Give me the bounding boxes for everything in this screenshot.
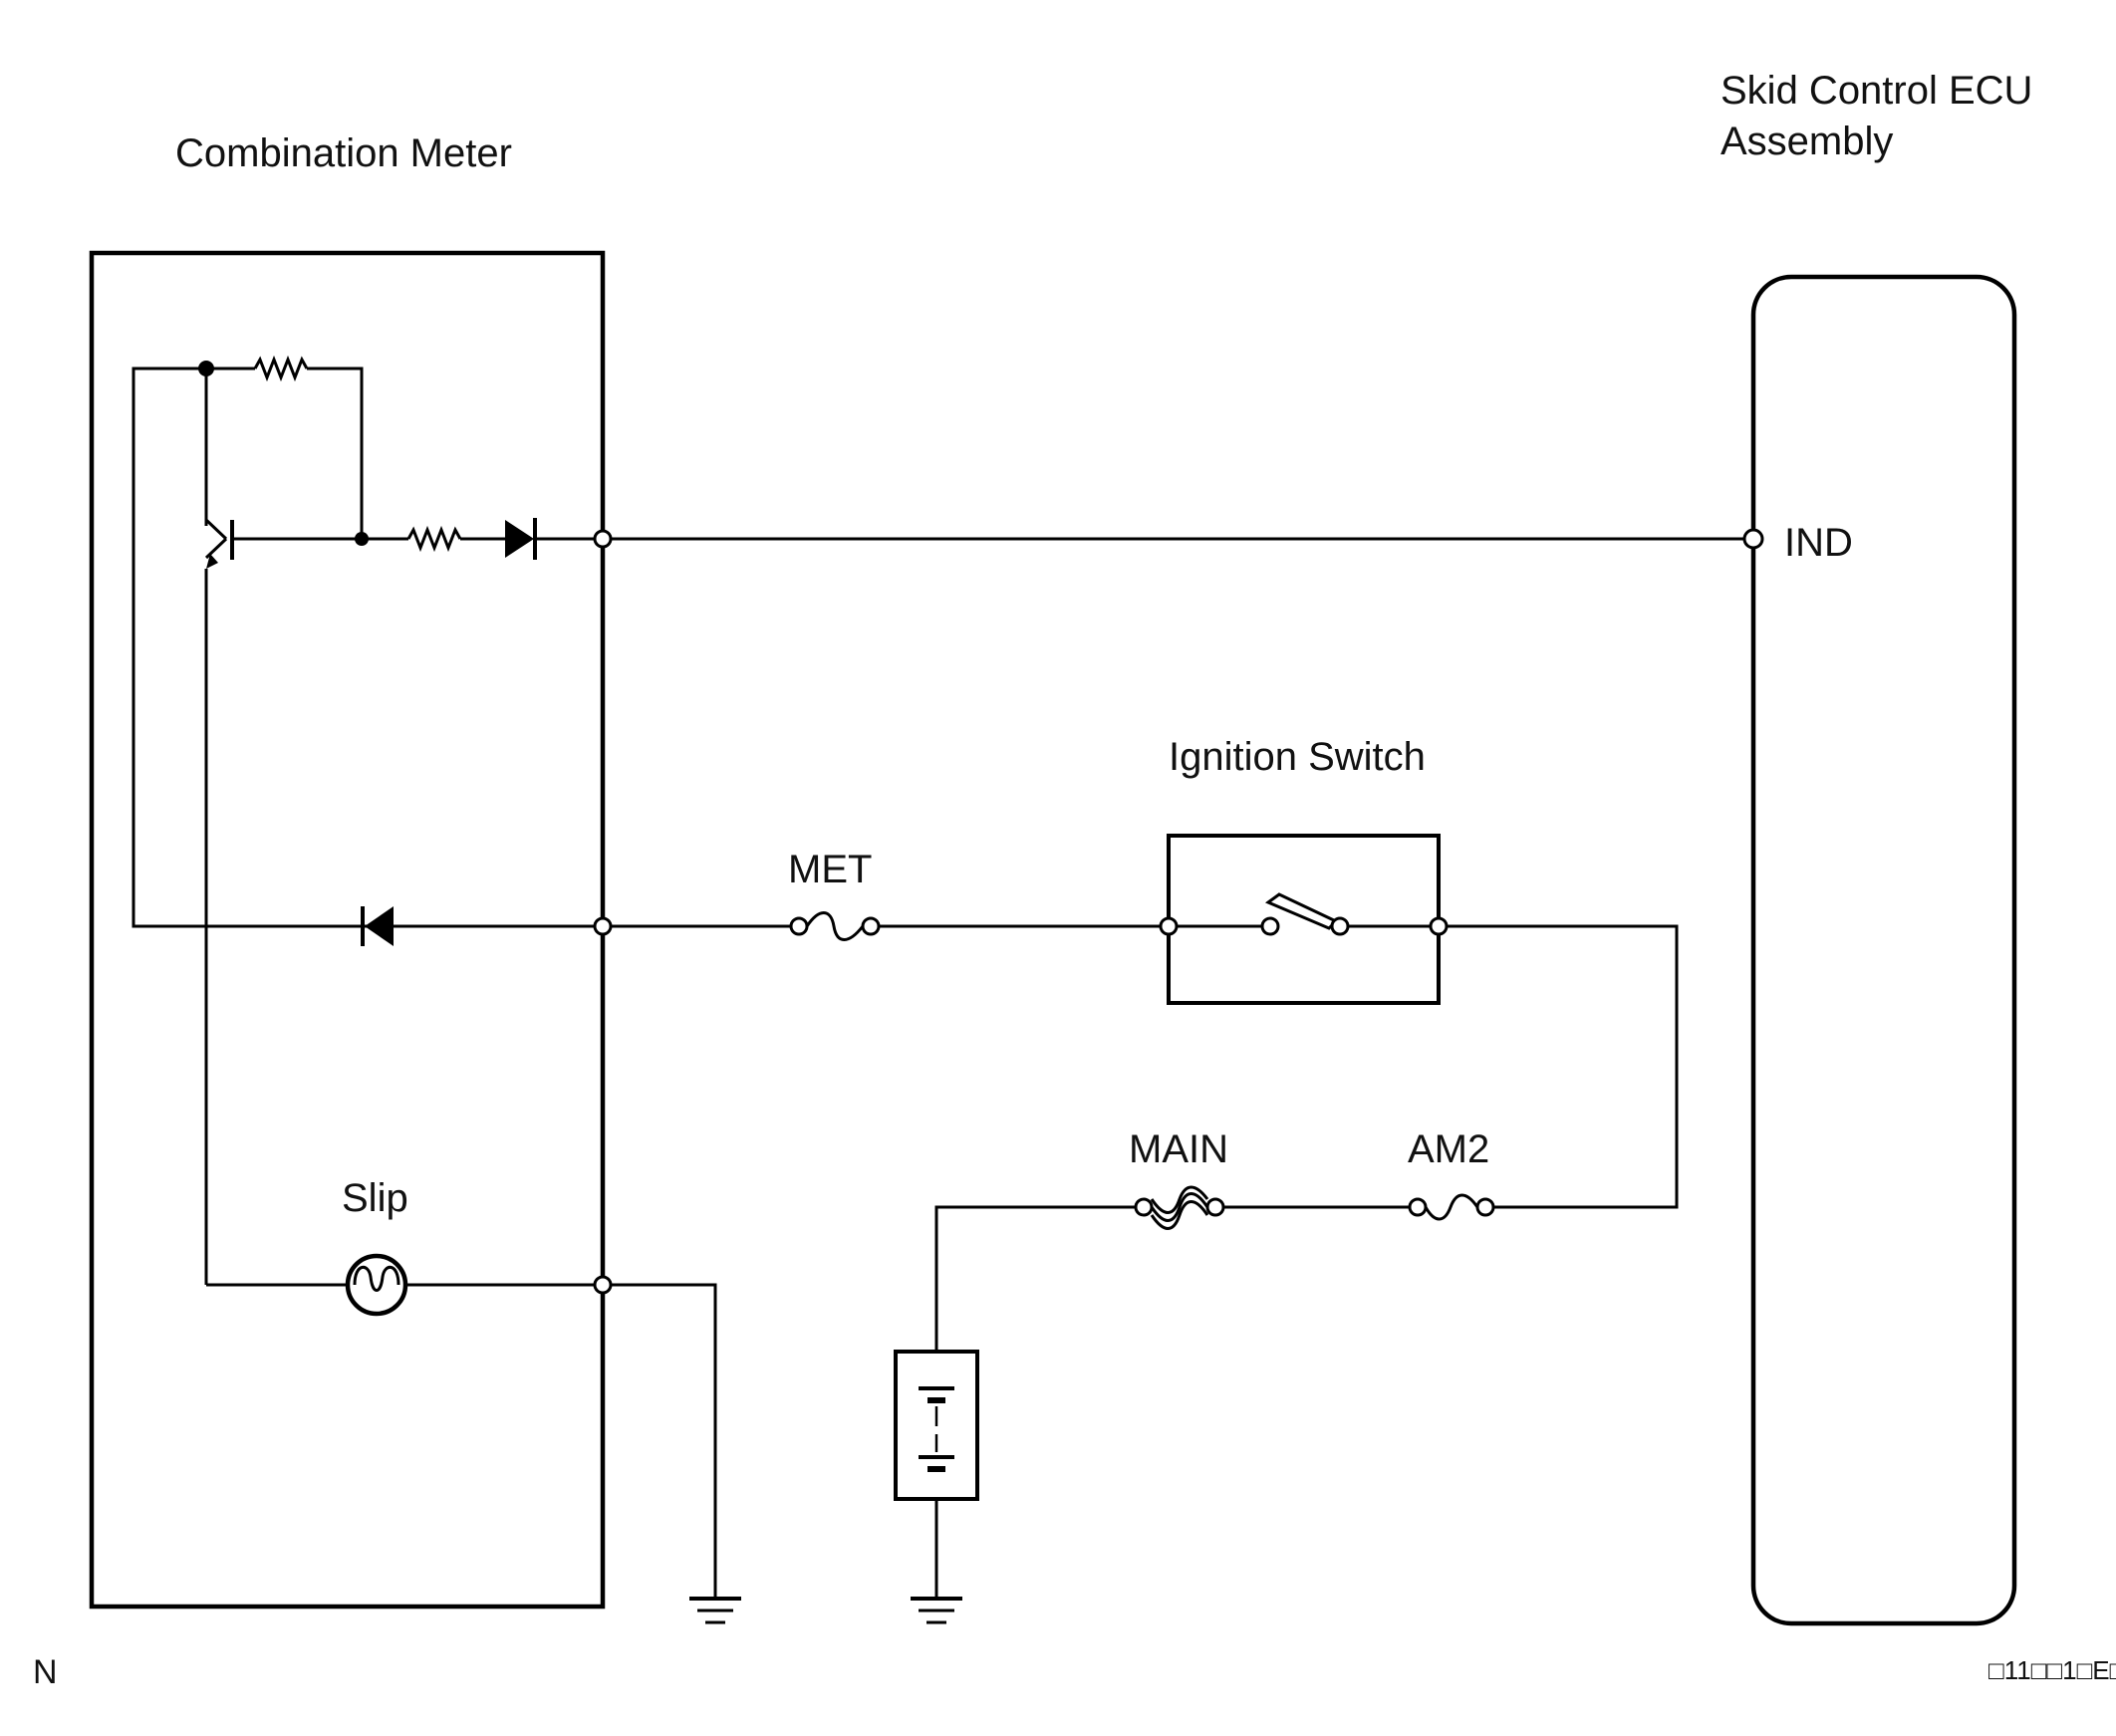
combination-meter-box xyxy=(89,250,606,1610)
transistor xyxy=(204,369,362,1285)
skid-control-ecu-label-line2: Assembly xyxy=(1720,120,1893,163)
meter-ground-wire xyxy=(611,1283,717,1599)
battery-icon xyxy=(894,1350,979,1501)
ecu-terminal-ind-label: IND xyxy=(1784,521,1853,565)
ignition-switch: Ignition Switch xyxy=(1159,735,1449,1005)
meter-loop-wire xyxy=(132,367,371,928)
ecu-terminal-ind xyxy=(1742,528,1764,550)
wire xyxy=(307,367,364,539)
skid-control-ecu-box xyxy=(1750,274,2017,1626)
diode-output xyxy=(505,518,537,560)
resistor-lower xyxy=(406,525,462,553)
am2-fuse-icon xyxy=(1408,1193,1495,1221)
ground-icon xyxy=(911,1597,962,1624)
ign-terminal-in xyxy=(1159,916,1179,936)
meter-terminal-ind xyxy=(593,529,613,549)
combination-meter: Combination Meter xyxy=(89,131,613,1610)
main-fuse-label: MAIN xyxy=(1129,1127,1228,1171)
ignition-switch-label: Ignition Switch xyxy=(1169,735,1426,779)
combination-meter-label: Combination Meter xyxy=(175,131,512,175)
figure-code: □11□□1□E□1 xyxy=(1988,1655,2116,1685)
switch-contact xyxy=(1260,916,1280,936)
switch-contact xyxy=(1330,916,1350,936)
meter-terminal-ig xyxy=(593,916,613,936)
slip-lamp-label: Slip xyxy=(342,1176,408,1220)
resistor-upper xyxy=(253,355,309,382)
main-fuse-icon xyxy=(1134,1185,1225,1230)
ignition-switch-box xyxy=(1167,834,1441,1005)
footer-left-mark: N xyxy=(33,1653,58,1691)
skid-control-ecu: Skid Control ECU Assembly IND xyxy=(1720,69,2032,1626)
met-fuse-label: MET xyxy=(788,848,872,891)
ign-terminal-out xyxy=(1429,916,1449,936)
ground-icon xyxy=(689,1597,741,1624)
diode-input xyxy=(361,906,394,946)
meter-terminal-gnd xyxy=(593,1275,613,1295)
met-fuse-icon xyxy=(789,911,881,941)
slip-lamp-icon xyxy=(345,1253,408,1317)
skid-control-ecu-label: Skid Control ECU xyxy=(1720,69,2032,113)
battery-feed-wire xyxy=(934,1205,1136,1352)
am2-fuse-label: AM2 xyxy=(1408,1127,1489,1171)
ign-feed-wire xyxy=(1447,924,1679,1209)
